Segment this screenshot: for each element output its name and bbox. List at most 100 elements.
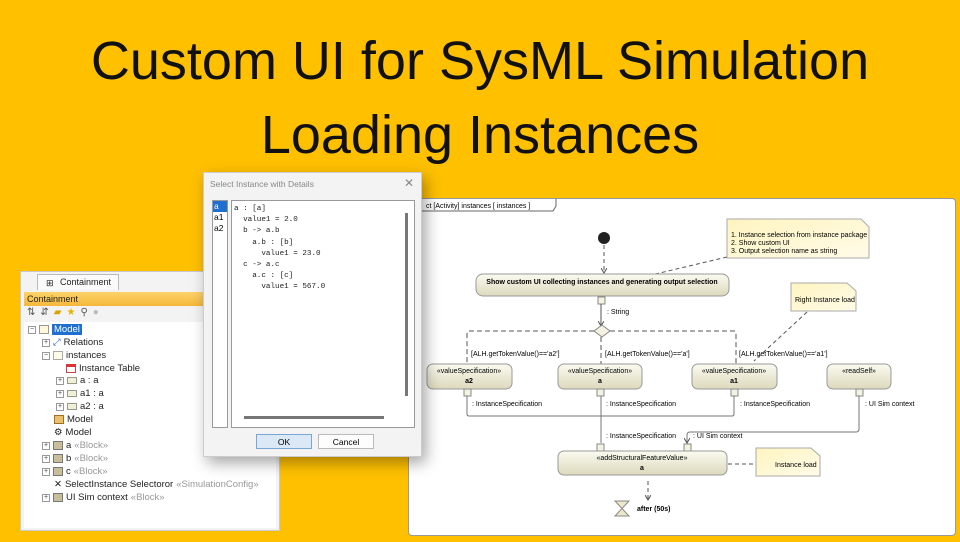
note-1[interactable]: 1. Instance selection from instance pack…: [726, 218, 870, 259]
stereotype: «readSelf»: [842, 368, 876, 375]
stereotype: «SimulationConfig»: [176, 479, 259, 490]
pin-label: : InstanceSpecification: [472, 401, 542, 408]
tree-item[interactable]: +c«Block»: [42, 465, 108, 478]
relations-icon: ⤢: [53, 337, 61, 348]
tree-label: Relations: [63, 337, 104, 348]
tree-label: Instance Table: [79, 363, 141, 374]
expand-toggle[interactable]: +: [42, 467, 50, 476]
details-text-area[interactable]: a : [a] value1 = 2.0 b -> a.b a.b : [b] …: [231, 200, 415, 428]
containment-icon: ⊞: [46, 278, 54, 288]
list-item[interactable]: a1: [214, 212, 224, 222]
tree-label: Model: [65, 427, 92, 438]
hourglass-icon[interactable]: [613, 500, 631, 517]
expand-toggle[interactable]: +: [56, 402, 64, 411]
tree-label: a: [66, 440, 72, 451]
tree-item[interactable]: Model: [54, 413, 93, 426]
table-icon: [66, 364, 76, 373]
select-instance-dialog: Select Instance with Details ✕ a a1 a2 a…: [203, 172, 422, 457]
tree-label: a2 : a: [80, 401, 104, 412]
stereotype: «valueSpecification»: [702, 368, 766, 375]
guard-label: [ALH.getTokenValue()=='a2']: [471, 351, 560, 358]
list-item[interactable]: a2: [214, 223, 224, 233]
pin-label: : String: [607, 309, 629, 316]
tree-label: SelectInstance Selectoror: [64, 479, 174, 490]
value-spec-a1[interactable]: «valueSpecification» a1: [691, 363, 778, 390]
block-icon: [53, 441, 63, 450]
read-self-action[interactable]: «readSelf»: [826, 363, 892, 390]
note-line: 2. Show custom UI: [731, 240, 790, 247]
ok-button[interactable]: OK: [256, 434, 312, 449]
horizontal-scrollbar[interactable]: [244, 416, 384, 419]
tree-item[interactable]: Instance Table: [66, 362, 140, 375]
open-folder-icon[interactable]: ▰: [53, 307, 62, 318]
tools-icon: ✕: [54, 479, 62, 490]
plugin-icon[interactable]: ●: [92, 307, 99, 318]
expand-icon[interactable]: ⇵: [40, 307, 49, 318]
tree-item[interactable]: + a : a: [56, 374, 99, 387]
stereotype: «addStructuralFeatureValue»: [597, 455, 688, 462]
collapse-toggle[interactable]: −: [42, 351, 50, 360]
initial-node[interactable]: [598, 232, 610, 244]
tree-label: a1 : a: [80, 388, 104, 399]
tree-item[interactable]: + a2 : a: [56, 400, 104, 413]
tree-label: Model: [52, 324, 82, 335]
activity-diagram: ct [Activity] instances [ instances ] 1.…: [408, 198, 956, 536]
guard-label: [ALH.getTokenValue()=='a1']: [739, 351, 828, 358]
value-spec-a[interactable]: «valueSpecification» a: [557, 363, 643, 390]
action-label: Show custom UI collecting instances and …: [486, 279, 717, 286]
stereotype: «Block»: [73, 466, 108, 477]
details-text: a : [a] value1 = 2.0 b -> a.b a.b : [b] …: [234, 205, 326, 292]
expand-toggle[interactable]: +: [56, 389, 64, 398]
note-line: 3. Output selection name as string: [731, 248, 837, 255]
tree-label: a : a: [80, 375, 99, 386]
action-show-custom-ui[interactable]: Show custom UI collecting instances and …: [475, 273, 730, 297]
tree-item[interactable]: −instances: [42, 349, 106, 362]
pin-label: : UI Sim context: [693, 433, 742, 440]
instance-icon: [67, 403, 77, 410]
expand-toggle[interactable]: +: [42, 454, 50, 463]
decision-node[interactable]: [593, 324, 611, 338]
pin-label: : InstanceSpecification: [606, 401, 676, 408]
expand-toggle[interactable]: +: [42, 338, 50, 347]
diagram-icon: [54, 415, 64, 424]
action-name: a1: [730, 378, 738, 385]
package-icon: [39, 325, 49, 334]
list-item[interactable]: a: [213, 201, 227, 212]
note-text: Instance load: [775, 462, 817, 469]
tree-item[interactable]: + a1 : a: [56, 387, 104, 400]
instance-list[interactable]: a a1 a2: [212, 200, 228, 428]
tree-item[interactable]: − Model: [28, 323, 82, 336]
note-3[interactable]: Instance load: [755, 447, 821, 477]
add-structural-feature-value-action[interactable]: «addStructuralFeatureValue» a: [557, 450, 728, 476]
instance-icon: [67, 377, 77, 384]
close-icon[interactable]: ✕: [403, 176, 414, 190]
tree-item[interactable]: +UI Sim context«Block»: [42, 491, 165, 504]
pin-label: : UI Sim context: [865, 401, 914, 408]
cancel-button[interactable]: Cancel: [318, 434, 374, 449]
pin-label: : InstanceSpecification: [606, 433, 676, 440]
guard-label: [ALH.getTokenValue()=='a']: [605, 351, 690, 358]
pin-label: : InstanceSpecification: [740, 401, 810, 408]
search-icon[interactable]: ⚲: [80, 307, 88, 318]
value-spec-a2[interactable]: «valueSpecification» a2: [426, 363, 513, 390]
expand-toggle[interactable]: +: [56, 376, 64, 385]
tree-item[interactable]: ✕SelectInstance Selectoror«SimulationCon…: [54, 478, 259, 491]
containment-tab[interactable]: ⊞Containment: [37, 274, 119, 290]
instance-icon: [67, 390, 77, 397]
collapse-icon[interactable]: ⇅: [27, 307, 36, 318]
note-2[interactable]: Right Instance load: [790, 282, 857, 312]
gear-icon: ⚙: [54, 427, 63, 438]
stereotype: «Block»: [74, 453, 109, 464]
tree-item[interactable]: +⤢Relations: [42, 336, 103, 349]
timer-label: after (50s): [637, 506, 670, 513]
collapse-toggle[interactable]: −: [28, 325, 36, 334]
action-name: a: [598, 378, 602, 385]
expand-toggle[interactable]: +: [42, 493, 50, 502]
tree-item[interactable]: ⚙Model: [54, 426, 91, 439]
expand-toggle[interactable]: +: [42, 441, 50, 450]
tree-item[interactable]: +b«Block»: [42, 452, 108, 465]
star-icon[interactable]: ★: [66, 307, 76, 318]
tree-item[interactable]: +a«Block»: [42, 439, 108, 452]
stereotype: «valueSpecification»: [437, 368, 501, 375]
vertical-scrollbar[interactable]: [405, 213, 408, 396]
